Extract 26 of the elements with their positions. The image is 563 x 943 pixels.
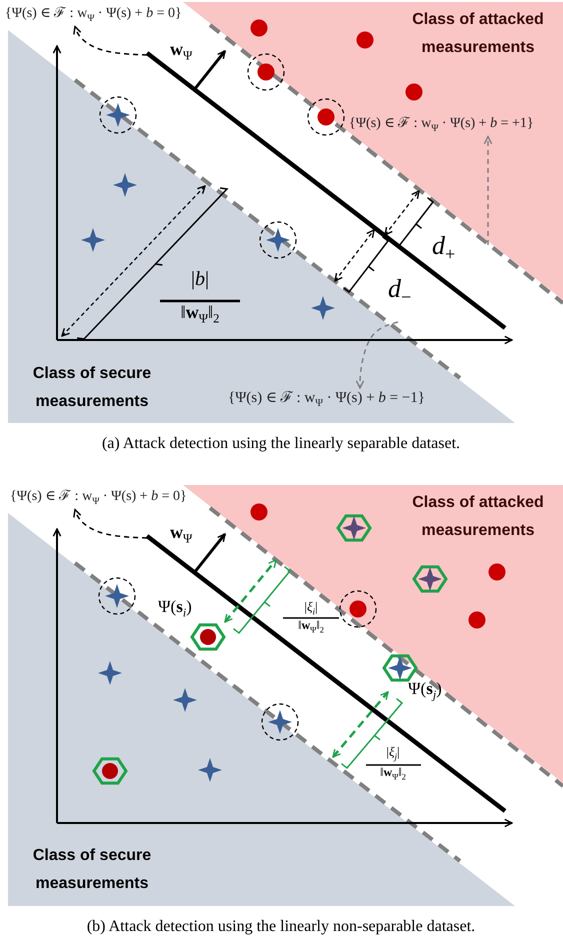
set-definition-text: {Ψ(s) ∈ ℱ : w$_{Ψ}$ · Ψ(s) + b = 0} (10, 489, 187, 508)
math-label: d$_{−}$ (388, 275, 412, 308)
leader-line (356, 321, 398, 389)
figure-caption: (b) Attack detection using the linearly non-separable dataset. (86, 918, 476, 936)
math-label: w$_{Ψ}$ (170, 40, 192, 64)
class-label: Class of attacked measurements (411, 10, 545, 58)
math-label: |ξ$_{j}$| (386, 745, 400, 762)
math-label: ‖w$_{Ψ}$‖$_{2}$ (380, 766, 406, 782)
leader-line (73, 26, 148, 56)
math-label: w$_{Ψ}$ (170, 523, 192, 546)
set-definition-text: {Ψ(s) ∈ ℱ : w$_{Ψ}$ · Ψ(s) + b = −1} (228, 390, 425, 410)
math-label: |ξ$_{i}$| (304, 600, 318, 617)
math-label: Ψ(s$_{j}$) (408, 680, 442, 702)
math-label: |b| (190, 268, 210, 290)
leader-line (484, 136, 492, 245)
set-definition-text: {Ψ(s) ∈ ℱ : w$_{Ψ}$ · Ψ(s) + b = 0} (5, 6, 182, 25)
class-label: Class of attacked measurements (411, 493, 545, 541)
leader-line (73, 508, 148, 539)
math-label: d$_{+}$ (432, 232, 456, 264)
math-label: ‖w$_{Ψ}$‖$_{2}$ (180, 303, 220, 326)
class-label: Class of secure measurements (32, 364, 152, 412)
set-definition-text: {Ψ(s) ∈ ℱ : w$_{Ψ}$ · Ψ(s) + b = +1} (349, 116, 534, 135)
class-label: Class of secure measurements (32, 846, 152, 894)
figure-caption: (a) Attack detection using the linearly separable dataset. (102, 435, 460, 453)
math-label: Ψ(s$_{i}$) (158, 598, 192, 620)
math-label: ‖w$_{Ψ}$‖$_{2}$ (298, 619, 324, 635)
